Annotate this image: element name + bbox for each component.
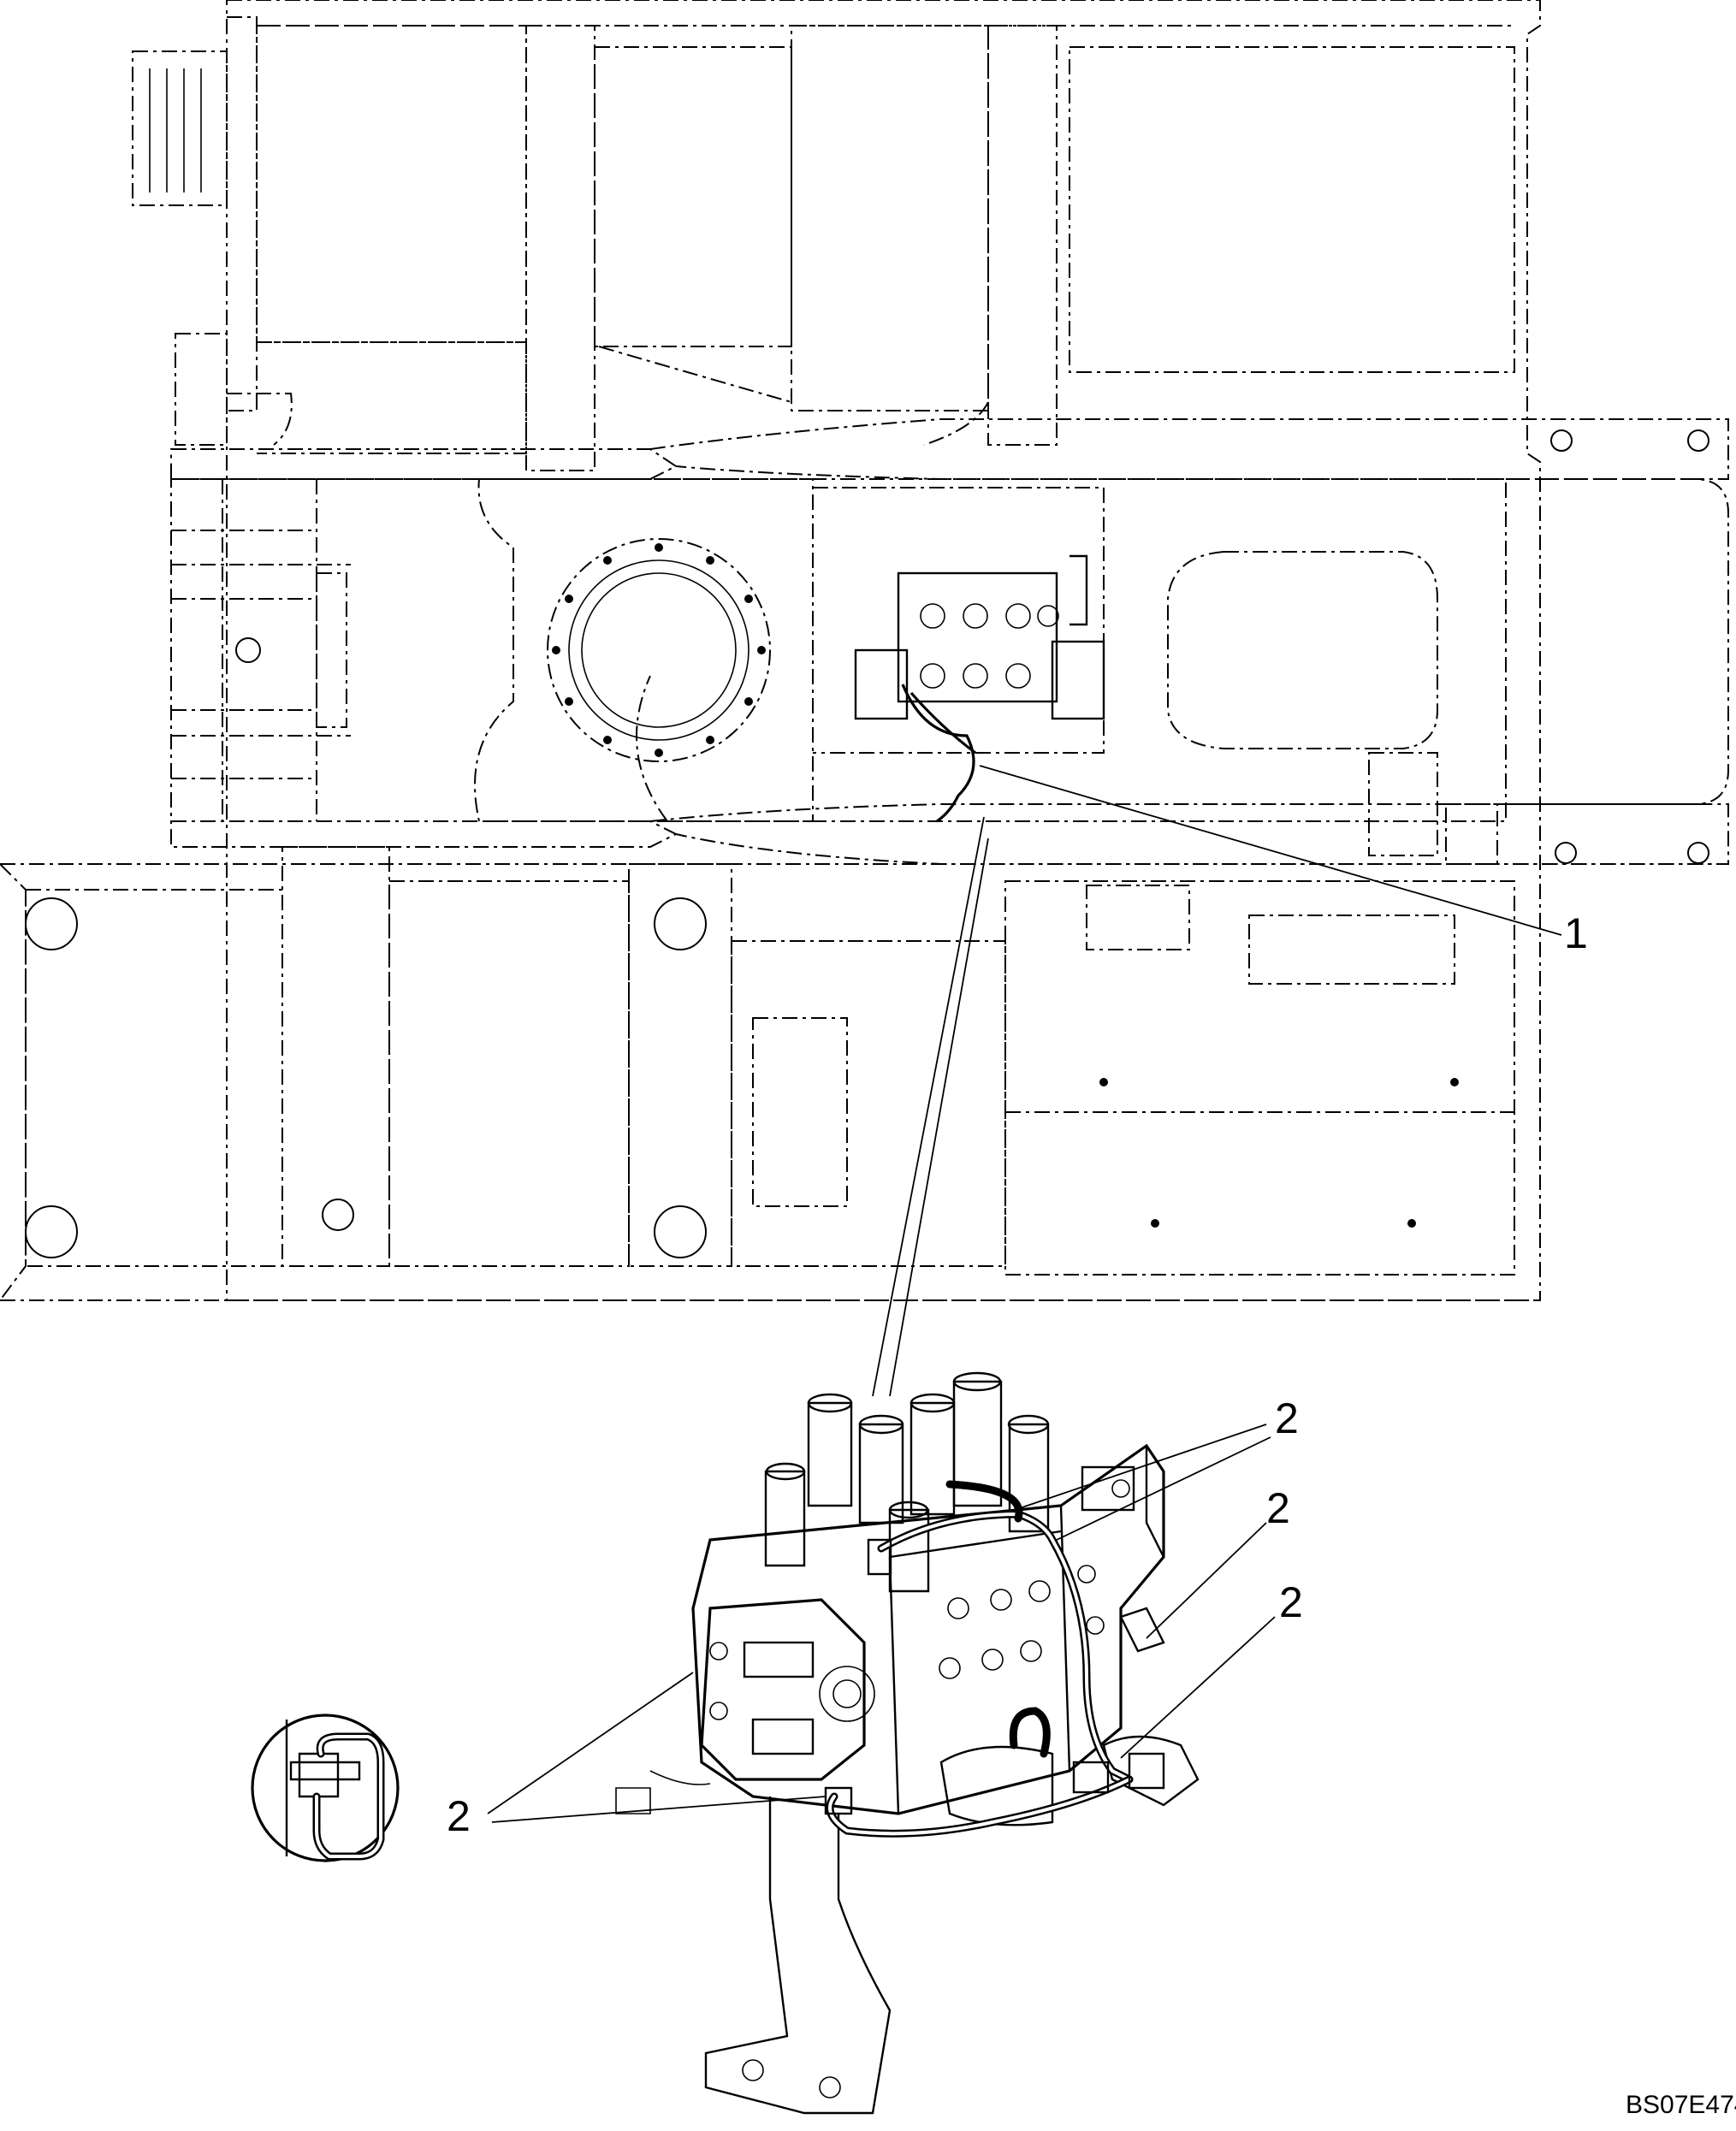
radiator-grille [132,50,228,206]
control-valve-assembly [615,1371,1200,2115]
control-valve-frame-location [813,487,1105,823]
harness-clip-detail-inset [251,1714,400,1862]
callout-2-connector: 2 [1279,1578,1303,1626]
callout-2-harness-top: 2 [1275,1394,1299,1442]
upper-main-beam [170,418,1729,480]
figure-code: BS07E474 [1626,2091,1736,2119]
leader-lines [487,765,1562,1823]
callout-1: 1 [1564,909,1588,957]
swing-bearing-bolts [552,543,766,757]
valve-spool-caps [764,1371,1050,1593]
wiring-harness [824,1480,1165,1838]
swing-bearing [474,478,814,822]
callout-2-lower-clips: 2 [447,1792,471,1840]
callout-labels: 1 2 2 2 2 [447,909,1588,1840]
machine-frame-phantom [0,0,1729,1301]
callout-2-clamp: 2 [1266,1484,1290,1532]
